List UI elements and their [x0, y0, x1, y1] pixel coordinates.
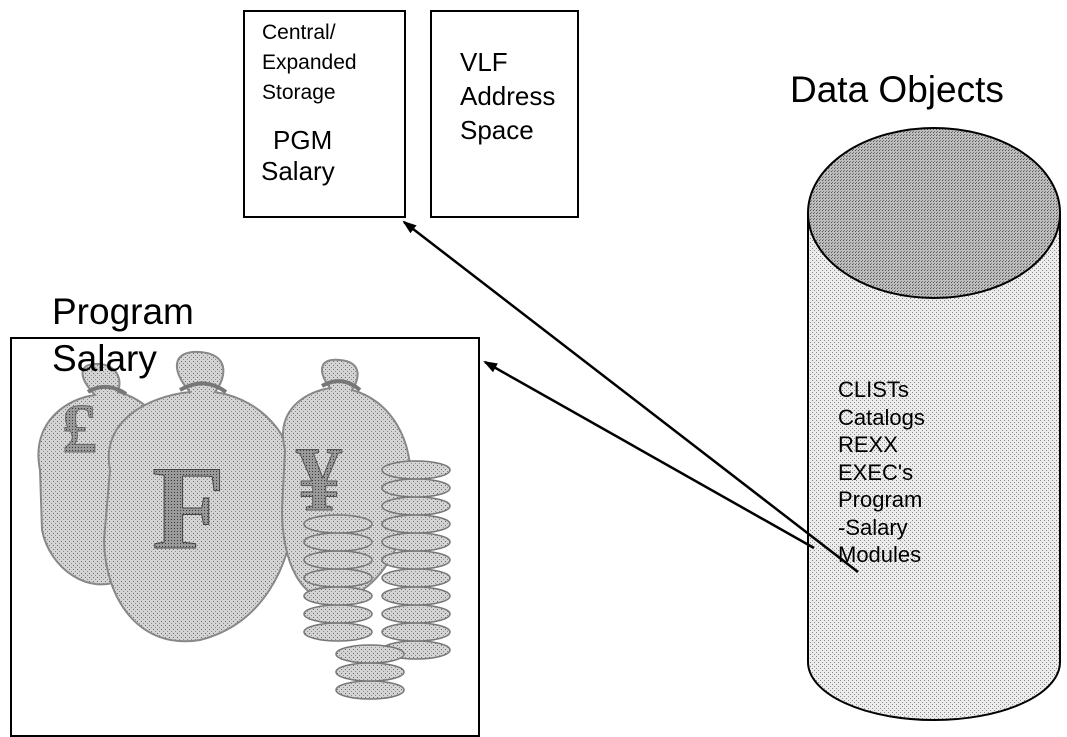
vlf-line3: Space	[460, 115, 534, 145]
franc-symbol-icon: F	[152, 441, 225, 574]
pound-symbol-icon: £	[62, 391, 97, 468]
vlf-line1: VLF	[460, 47, 508, 77]
vlf-address-space-box	[430, 10, 579, 218]
pgm-salary-line1: PGM	[273, 125, 333, 155]
central-storage-box	[243, 10, 406, 218]
data-objects-list: CLISTs Catalogs REXX EXEC's Program -Sal…	[838, 376, 925, 569]
money-bags-illustration: £ F ¥	[37, 350, 451, 700]
central-storage-line3: Storage	[262, 81, 336, 104]
program-salary-label-line2: Salary	[52, 338, 157, 379]
program-salary-box	[10, 337, 480, 737]
pgm-salary-line2: Salary	[261, 156, 335, 186]
arrow-to-central-storage	[402, 220, 859, 573]
list-item: Program	[838, 487, 923, 512]
central-storage-line1: Central/	[262, 21, 336, 44]
program-salary-label-line1: Program	[52, 291, 194, 332]
yen-symbol-icon: ¥	[296, 428, 342, 530]
list-item: Modules	[838, 542, 922, 567]
central-storage-line2: Expanded	[262, 51, 357, 74]
arrow-to-program-salary	[483, 360, 815, 550]
vlf-line2: Address	[460, 81, 556, 111]
list-item: EXEC's	[838, 459, 914, 485]
list-item: -Salary	[838, 514, 908, 540]
list-item: CLISTs	[838, 377, 909, 402]
list-item: Catalogs	[838, 404, 925, 430]
data-objects-title: Data Objects	[790, 69, 1004, 110]
data-objects-cylinder	[807, 127, 1061, 721]
list-item: REXX	[838, 432, 898, 457]
